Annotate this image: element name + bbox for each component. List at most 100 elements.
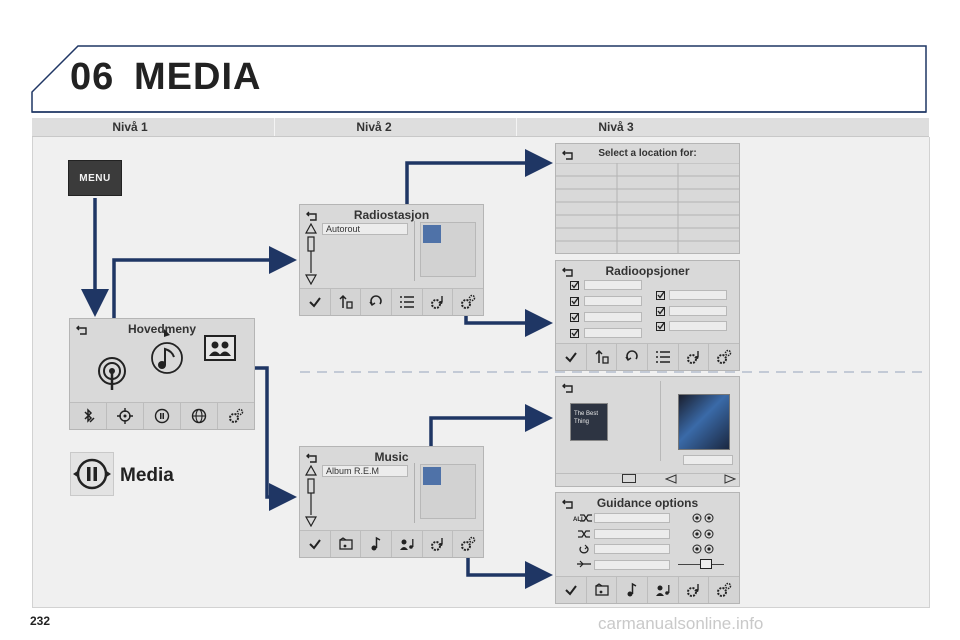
track-button[interactable] (361, 531, 393, 557)
confirm-button[interactable] (300, 531, 331, 557)
confirm-button[interactable] (556, 344, 587, 370)
checkbox-icon[interactable] (656, 322, 665, 331)
audio-settings-button[interactable] (423, 531, 454, 557)
level-bar: Nivå 1 Nivå 2 Nivå 3 (32, 118, 929, 137)
list-button[interactable] (392, 289, 423, 315)
settings-button[interactable] (709, 577, 739, 603)
check-icon (309, 539, 321, 550)
track-button[interactable] (617, 577, 649, 603)
settings-button[interactable] (453, 531, 483, 557)
page-number: 232 (30, 614, 51, 628)
album-cover-large[interactable] (678, 394, 730, 450)
back-icon[interactable] (306, 211, 318, 221)
confirm-button[interactable] (556, 577, 587, 603)
option-field[interactable] (594, 544, 670, 554)
back-icon[interactable] (562, 499, 574, 509)
slider-thumb[interactable] (700, 559, 712, 569)
band-button[interactable] (587, 344, 618, 370)
option-field[interactable] (669, 321, 727, 331)
checkbox-icon[interactable] (570, 281, 579, 290)
scroll-slider-icon[interactable] (305, 465, 317, 527)
option-field[interactable] (584, 328, 642, 338)
location-grid[interactable] (556, 163, 740, 254)
settings-button[interactable] (709, 344, 739, 370)
back-icon[interactable] (562, 383, 574, 393)
back-icon[interactable] (562, 267, 574, 277)
audio-settings-button[interactable] (679, 344, 710, 370)
level-1-label: Nivå 1 (112, 120, 148, 134)
checkbox-icon[interactable] (656, 291, 665, 300)
folder-button[interactable] (587, 577, 618, 603)
gear-music-icon (686, 351, 699, 364)
confirm-button[interactable] (300, 289, 331, 315)
option-field[interactable] (594, 560, 670, 570)
arrow-music-to-cover-view (429, 404, 553, 446)
option-field[interactable] (594, 529, 670, 539)
gear-music-icon (430, 538, 443, 551)
screen-title: Radiostasjon (353, 208, 430, 222)
audio-settings-button[interactable] (423, 289, 454, 315)
cover-position-marker[interactable] (622, 474, 636, 483)
audio-settings-button[interactable] (679, 577, 710, 603)
album-field[interactable]: Album R.E.M (322, 465, 408, 477)
arrow-hovedmeny-to-music (254, 366, 297, 511)
media-button[interactable] (144, 403, 181, 429)
radio-pair-icon[interactable] (692, 513, 716, 523)
back-icon[interactable] (76, 325, 88, 335)
menu-button[interactable]: MENU (68, 160, 122, 196)
shuffle-icon (580, 514, 592, 522)
radio-icon[interactable] (96, 355, 128, 391)
album-cover-small[interactable]: The Best Thing (570, 403, 608, 441)
option-field[interactable] (584, 296, 642, 306)
media-icon (70, 452, 114, 496)
station-field[interactable]: Autorout (322, 223, 408, 235)
guidance-toolbar (556, 576, 739, 603)
back-icon[interactable] (562, 150, 574, 160)
refresh-button[interactable] (361, 289, 393, 315)
check-icon (309, 297, 321, 308)
arrow-right-icon[interactable] (724, 474, 736, 484)
folder-button[interactable] (331, 531, 362, 557)
settings-button[interactable] (453, 289, 483, 315)
person-note-icon (655, 585, 670, 596)
services-button[interactable] (181, 403, 218, 429)
scroll-slider-icon[interactable] (305, 223, 317, 285)
artist-button[interactable] (392, 531, 423, 557)
option-field[interactable] (584, 312, 642, 322)
music-icon[interactable] (150, 341, 184, 375)
checkbox-icon[interactable] (570, 329, 579, 338)
checkbox-icon[interactable] (656, 307, 665, 316)
artist-button[interactable] (648, 577, 679, 603)
radio-pair-icon[interactable] (692, 529, 716, 539)
contacts-icon[interactable] (204, 335, 236, 361)
hovedmeny-toolbar (70, 402, 254, 429)
station-logo-thumb (423, 225, 441, 243)
navigation-button[interactable] (107, 403, 144, 429)
level-separator (274, 118, 275, 136)
chapter-title: MEDIA (134, 56, 262, 98)
globe-icon (191, 408, 207, 424)
crosshair-icon (117, 408, 133, 424)
bluetooth-button[interactable] (70, 403, 107, 429)
arrow-left-icon[interactable] (665, 474, 677, 484)
option-field[interactable] (669, 290, 727, 300)
band-button[interactable] (331, 289, 362, 315)
list-icon (655, 351, 670, 363)
option-field[interactable] (594, 513, 670, 523)
option-field[interactable] (669, 306, 727, 316)
gears-icon (461, 294, 476, 309)
checkbox-icon[interactable] (570, 313, 579, 322)
watermark: carmanualsonline.info (598, 614, 764, 633)
option-field[interactable] (584, 280, 642, 290)
gear-music-icon (686, 584, 699, 597)
list-button[interactable] (648, 344, 679, 370)
radio-pair-icon[interactable] (692, 544, 716, 554)
back-icon[interactable] (306, 453, 318, 463)
cover-caption-field (683, 455, 733, 465)
gears-icon (717, 349, 732, 364)
checkbox-icon[interactable] (570, 297, 579, 306)
refresh-button[interactable] (617, 344, 649, 370)
settings-button[interactable] (218, 403, 254, 429)
check-icon (565, 352, 577, 363)
cover-divider (660, 381, 661, 461)
